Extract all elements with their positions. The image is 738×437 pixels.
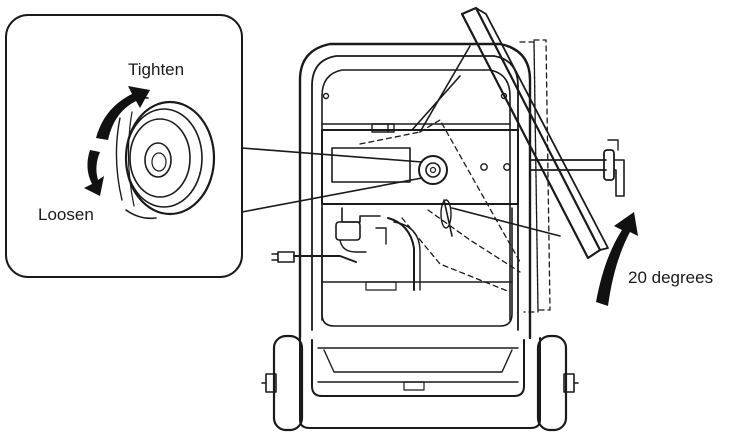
angle-label: 20 degrees	[628, 268, 714, 287]
tighten-label: Tighten	[128, 60, 185, 79]
adjustment-knob-icon	[115, 96, 216, 220]
zoom-callout-box	[5, 14, 243, 278]
leader-line-bottom	[241, 177, 423, 213]
heater-body-tilted	[419, 6, 625, 260]
heater-frame	[271, 42, 541, 429]
curved-rotation-arrow-icon	[84, 86, 150, 196]
left-wheel	[261, 334, 304, 432]
loosen-label: Loosen	[38, 205, 94, 224]
heater-body-original-dashed	[359, 39, 551, 313]
tilt-direction-arrow	[596, 212, 638, 306]
right-wheel	[536, 334, 579, 432]
